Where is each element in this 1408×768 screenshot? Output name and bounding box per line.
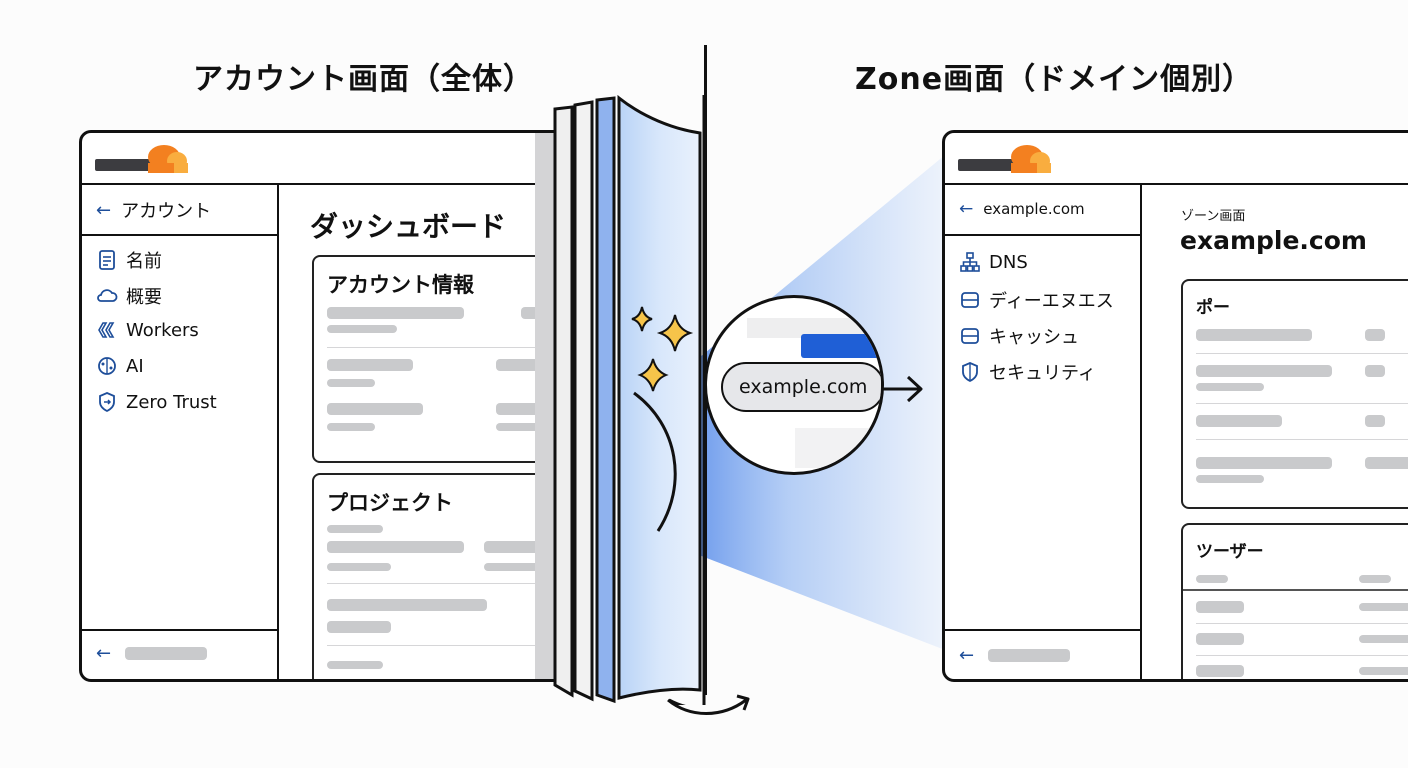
zone-screen-title: Zone画面（ドメイン個別） [855, 62, 1254, 97]
sidebar-item-label: Zero Trust [126, 391, 217, 413]
account-screen-title: アカウント画面（全体） [193, 62, 534, 97]
back-arrow-icon: ← [96, 643, 112, 664]
account-back-label: アカウント [121, 201, 212, 222]
cloud-logo-icon [148, 145, 188, 173]
sidebar-item-label: AI [126, 355, 144, 377]
shield-icon [962, 362, 978, 383]
curved-arrow-icon [667, 694, 750, 715]
sitemap-icon [960, 252, 980, 272]
project-card: プロジェクト [312, 473, 566, 679]
card-title: プロジェクト [327, 491, 453, 515]
account-back-link[interactable]: ← アカウント [96, 197, 211, 223]
dashboard-heading: ダッシュボード [310, 210, 507, 243]
account-info-card: アカウント情報 [312, 255, 566, 463]
sidebar-item-label: DNS [989, 251, 1028, 273]
sidebar-item-label: 名前 [126, 251, 162, 272]
cloud-icon [97, 289, 118, 302]
shield-icon [99, 392, 115, 413]
zone-heading: example.com [1180, 226, 1367, 255]
back-arrow-icon: ← [959, 645, 975, 666]
cloud-logo-icon [1011, 145, 1051, 173]
server-icon [961, 328, 979, 344]
sidebar-item-ai[interactable]: AI [96, 355, 144, 377]
card-title: ツーザー [1196, 542, 1264, 562]
page-turn-graphic [553, 95, 706, 705]
zone-card-2: ツーザー [1181, 523, 1408, 679]
domain-pill[interactable]: example.com [721, 362, 881, 412]
sidebar-item-name[interactable]: 名前 [96, 247, 162, 273]
card-title: ポー [1196, 298, 1230, 318]
zone-window: ← example.com DNS ディーエヌエス キャッシュ セキュリティ ←… [942, 130, 1408, 682]
sidebar-item-label: 概要 [126, 287, 162, 308]
back-arrow-icon: ← [959, 199, 974, 219]
sidebar-item-dns-kana[interactable]: ディーエヌエス [959, 287, 1114, 313]
sidebar-item-security[interactable]: セキュリティ [959, 359, 1096, 385]
domain-pill-label: example.com [739, 376, 868, 398]
arrow-right-icon [882, 375, 923, 403]
highlight-button [801, 334, 881, 358]
sidebar-item-overview[interactable]: 概要 [96, 283, 162, 309]
sidebar-item-label: ディーエヌエス [989, 291, 1114, 312]
account-window: ← アカウント 名前 概要 Workers AI Zero Trust ← ダッ… [79, 130, 569, 682]
sidebar-item-cache[interactable]: キャッシュ [959, 323, 1079, 349]
sidebar-footer-back[interactable]: ← [96, 643, 208, 664]
sidebar-item-label: セキュリティ [989, 363, 1096, 384]
sidebar-item-dns[interactable]: DNS [959, 251, 1028, 273]
zone-card-1: ポー [1181, 279, 1408, 509]
document-icon [99, 250, 115, 270]
back-arrow-icon: ← [96, 199, 112, 221]
server-icon [961, 292, 979, 308]
workers-icon [98, 322, 115, 338]
sparkle-icon [631, 306, 694, 392]
card-title: アカウント情報 [327, 273, 474, 297]
sidebar-item-label: キャッシュ [989, 327, 1079, 348]
sidebar-footer-back[interactable]: ← [959, 645, 1071, 666]
magnifier-lens: example.com [704, 295, 884, 475]
sidebar-item-label: Workers [126, 319, 199, 341]
sidebar-item-workers[interactable]: Workers [96, 319, 199, 341]
ai-brain-icon [98, 357, 116, 375]
zone-subtitle: ゾーン画面 [1181, 209, 1246, 224]
zone-back-label: example.com [983, 200, 1085, 218]
zone-back-link[interactable]: ← example.com [959, 199, 1085, 219]
sidebar-item-zero-trust[interactable]: Zero Trust [96, 391, 217, 413]
